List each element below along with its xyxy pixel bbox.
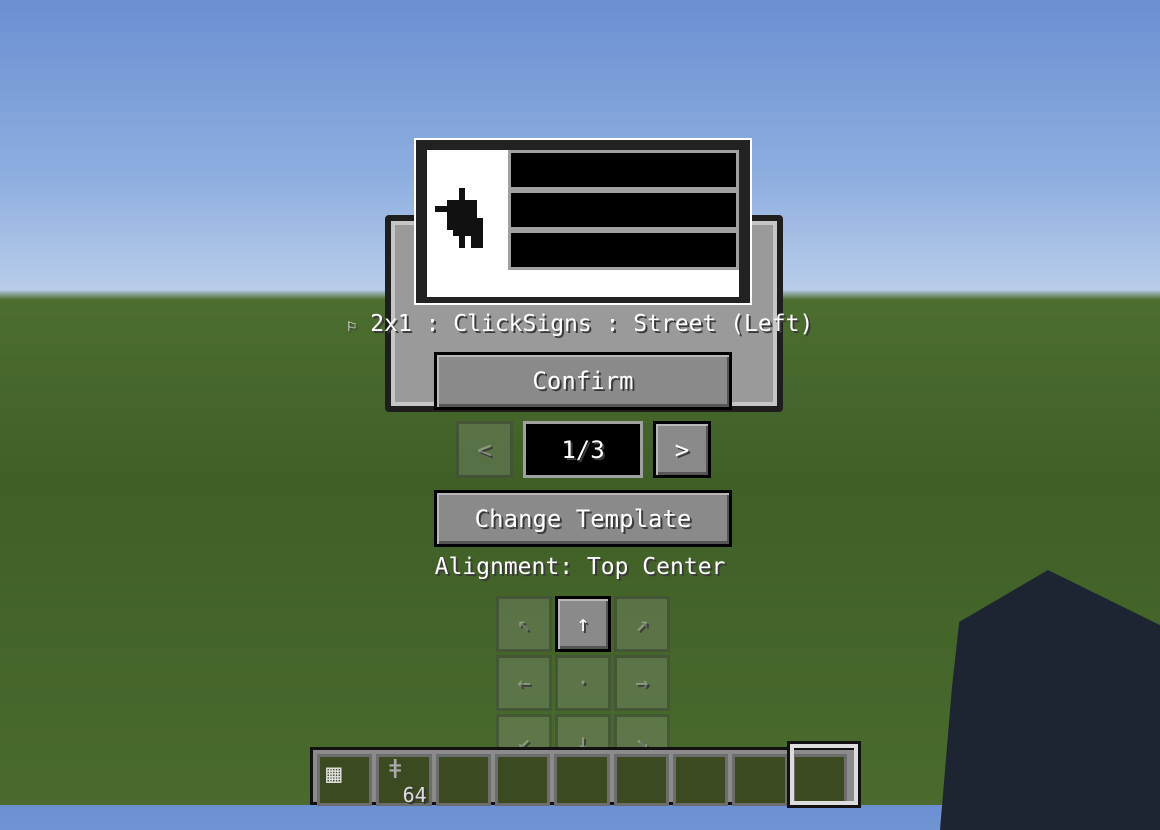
sign-preview [414, 138, 752, 305]
sign-item-icon: ▦ [326, 759, 342, 789]
hotbar-selected-slot [787, 741, 861, 808]
alignment-grid: ↖↑↗←·→↙↓↘ [496, 596, 672, 770]
item-count: 64 [402, 783, 427, 807]
confirm-button[interactable]: Confirm [434, 352, 732, 410]
ladder-item-icon: ǂ [387, 755, 403, 785]
sign-line-3[interactable] [508, 230, 739, 270]
align-middle-left-button[interactable]: ← [496, 655, 552, 711]
arrow-left-up-icon [435, 188, 483, 248]
hotbar-slot[interactable] [613, 754, 669, 806]
hotbar-slot[interactable] [494, 754, 551, 806]
alignment-label: Alignment: Top Center [434, 554, 726, 580]
sign-line-1[interactable] [508, 150, 739, 190]
hotbar-slot[interactable]: ▦ [317, 754, 373, 806]
align-top-center-button[interactable]: ↑ [555, 596, 611, 652]
align-middle-right-button[interactable]: → [614, 655, 670, 711]
hotbar-slot[interactable] [672, 754, 729, 806]
hotbar-slot[interactable] [732, 754, 788, 806]
hotbar-slot[interactable] [554, 754, 610, 806]
player-hand [940, 570, 1160, 830]
next-page-button[interactable]: > [653, 421, 711, 478]
page-indicator: 1/3 [523, 421, 643, 478]
align-top-right-button[interactable]: ↗ [614, 596, 670, 652]
change-template-button[interactable]: Change Template [434, 490, 732, 547]
template-label: ⚐ 2x1 : ClickSigns : Street (Left) [346, 311, 814, 337]
sign-icon: ⚐ [346, 316, 357, 335]
align-middle-center-button[interactable]: · [555, 655, 611, 711]
prev-page-button[interactable]: < [456, 421, 513, 478]
sign-line-2[interactable] [508, 190, 739, 230]
align-top-left-button[interactable]: ↖ [496, 596, 552, 652]
hotbar-slot[interactable] [435, 754, 491, 806]
